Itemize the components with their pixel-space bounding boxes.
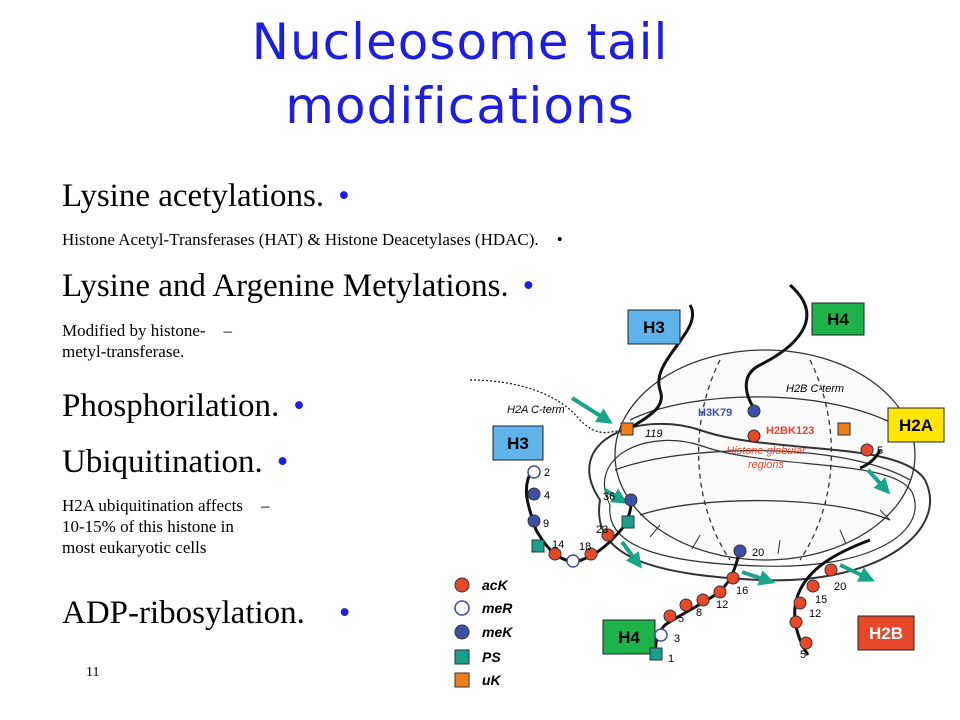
h4-res-1: 20: [752, 547, 764, 559]
h2b-res-2: 15: [815, 594, 827, 606]
label-h2a-c-term: H2A C-term: [507, 404, 565, 416]
modification-markers: [527, 404, 874, 661]
sub-text: Histone Acetyl-Transferases (HAT) & Hist…: [62, 230, 539, 249]
h3-res-4: 14: [552, 539, 564, 551]
legend-swatch-mek: [454, 624, 470, 640]
sub-text-line2: 10-15% of this histone in: [62, 517, 234, 536]
h4-res-7: 1: [668, 653, 674, 665]
bullet-lysine-acetylations: Lysine acetylations. •: [62, 178, 350, 215]
legend-swatch-ack: [454, 577, 470, 593]
h3-res-5: 18: [579, 541, 591, 553]
legend-label-uk: uK: [482, 672, 502, 688]
legend-label-ack: acK: [482, 577, 509, 593]
sub-hat-hdac: Histone Acetyl-Transferases (HAT) & Hist…: [62, 229, 563, 250]
bullet-adp-ribosylation: ADP-ribosylation. •: [62, 595, 350, 632]
label-globular-1: Histone globular: [726, 445, 807, 457]
h3-res-6: 23: [596, 524, 608, 536]
h3-res-2: 4: [544, 490, 550, 502]
title-line-2: modifications: [285, 77, 635, 135]
box-h2b: H2B: [869, 624, 903, 643]
label-h3k79: H3K79: [698, 407, 732, 419]
bullet-text: Phosphorilation.: [62, 388, 280, 424]
h2b-res-4: 5: [800, 649, 806, 661]
residue-numbers: 2 4 9 14 18 23 36 20 16 12 8 5 3 1 20 15…: [543, 445, 883, 665]
sub-dash: –: [261, 496, 270, 515]
bullet-ubiquitination: Ubiquitination. •: [62, 444, 288, 481]
bullet-phosphorilation: Phosphorilation. •: [62, 388, 305, 425]
legend: acK meR meK PS uK: [454, 577, 513, 688]
h2b-res-3: 12: [809, 608, 821, 620]
box-h3-left: H3: [507, 434, 529, 453]
bullet-text: Lysine and Argenine Metylations.: [62, 268, 509, 304]
h4-res-5: 5: [678, 613, 684, 625]
page-number: 11: [86, 665, 100, 680]
bullet-text: Lysine acetylations.: [62, 178, 325, 214]
legend-label-mer: meR: [482, 600, 513, 616]
bullet-metylations: Lysine and Argenine Metylations. •: [62, 268, 534, 305]
title-line-1: Nucleosome tail: [251, 13, 669, 71]
histone-globular-body: [588, 349, 931, 582]
sub-dash: –: [223, 321, 233, 340]
bullet-text: Ubiquitination.: [62, 444, 263, 480]
bullet-dot: •: [276, 444, 289, 480]
bullet-dot: •: [522, 268, 535, 304]
histone-label-boxes: H3 H4 H2A H3 H4 H2B: [492, 302, 945, 655]
h3-res-7: 36: [603, 491, 615, 503]
h3-res-3: 9: [543, 518, 549, 530]
bullet-text: ADP-ribosylation.: [62, 595, 305, 631]
h2a-res-1: 5: [877, 445, 883, 457]
label-h2bk123: H2BK123: [766, 425, 814, 437]
bullet-dot: •: [338, 178, 350, 214]
legend-swatch-uk: [454, 672, 470, 688]
box-h4-top: H4: [827, 310, 849, 329]
figure-annotations: H2A C-term H2B C-term H3K79 H2BK123 Hist…: [507, 383, 844, 471]
h3-res-1: 2: [544, 467, 550, 479]
legend-swatch-mer: [454, 600, 470, 616]
h4-res-6: 3: [674, 633, 680, 645]
h2b-res-1: 20: [834, 581, 846, 593]
legend-label-mek: meK: [482, 624, 513, 640]
legend-swatch-ps: [454, 649, 470, 665]
modification-arrows: [570, 396, 891, 586]
h4-res-2: 16: [736, 585, 748, 597]
box-h3-top: H3: [643, 318, 665, 337]
h4-res-3: 12: [716, 599, 728, 611]
label-119: 119: [645, 428, 663, 440]
sub-histone-metyl-transferase: Modified by histone-– metyl-transferase.: [62, 320, 232, 362]
label-globular-2: regions: [748, 459, 785, 471]
sub-dot: •: [556, 230, 563, 249]
bullet-dot: •: [293, 388, 305, 424]
sub-text: H2A ubiquitination affects: [62, 496, 243, 515]
sub-text: Modified by histone-: [62, 321, 206, 340]
sub-h2a-ubiquitination: H2A ubiquitination affects– 10-15% of th…: [62, 495, 270, 558]
slide-title: Nucleosome tail modifications: [0, 10, 920, 138]
box-h2a: H2A: [899, 416, 933, 435]
sub-text-line2: metyl-transferase.: [62, 342, 185, 361]
box-h4-bottom: H4: [618, 628, 640, 647]
sub-text-line3: most eukaryotic cells: [62, 538, 207, 557]
legend-label-ps: PS: [482, 649, 501, 665]
h4-res-4: 8: [696, 607, 702, 619]
bullet-dot: •: [338, 595, 351, 631]
label-h2b-c-term: H2B C-term: [786, 383, 844, 395]
